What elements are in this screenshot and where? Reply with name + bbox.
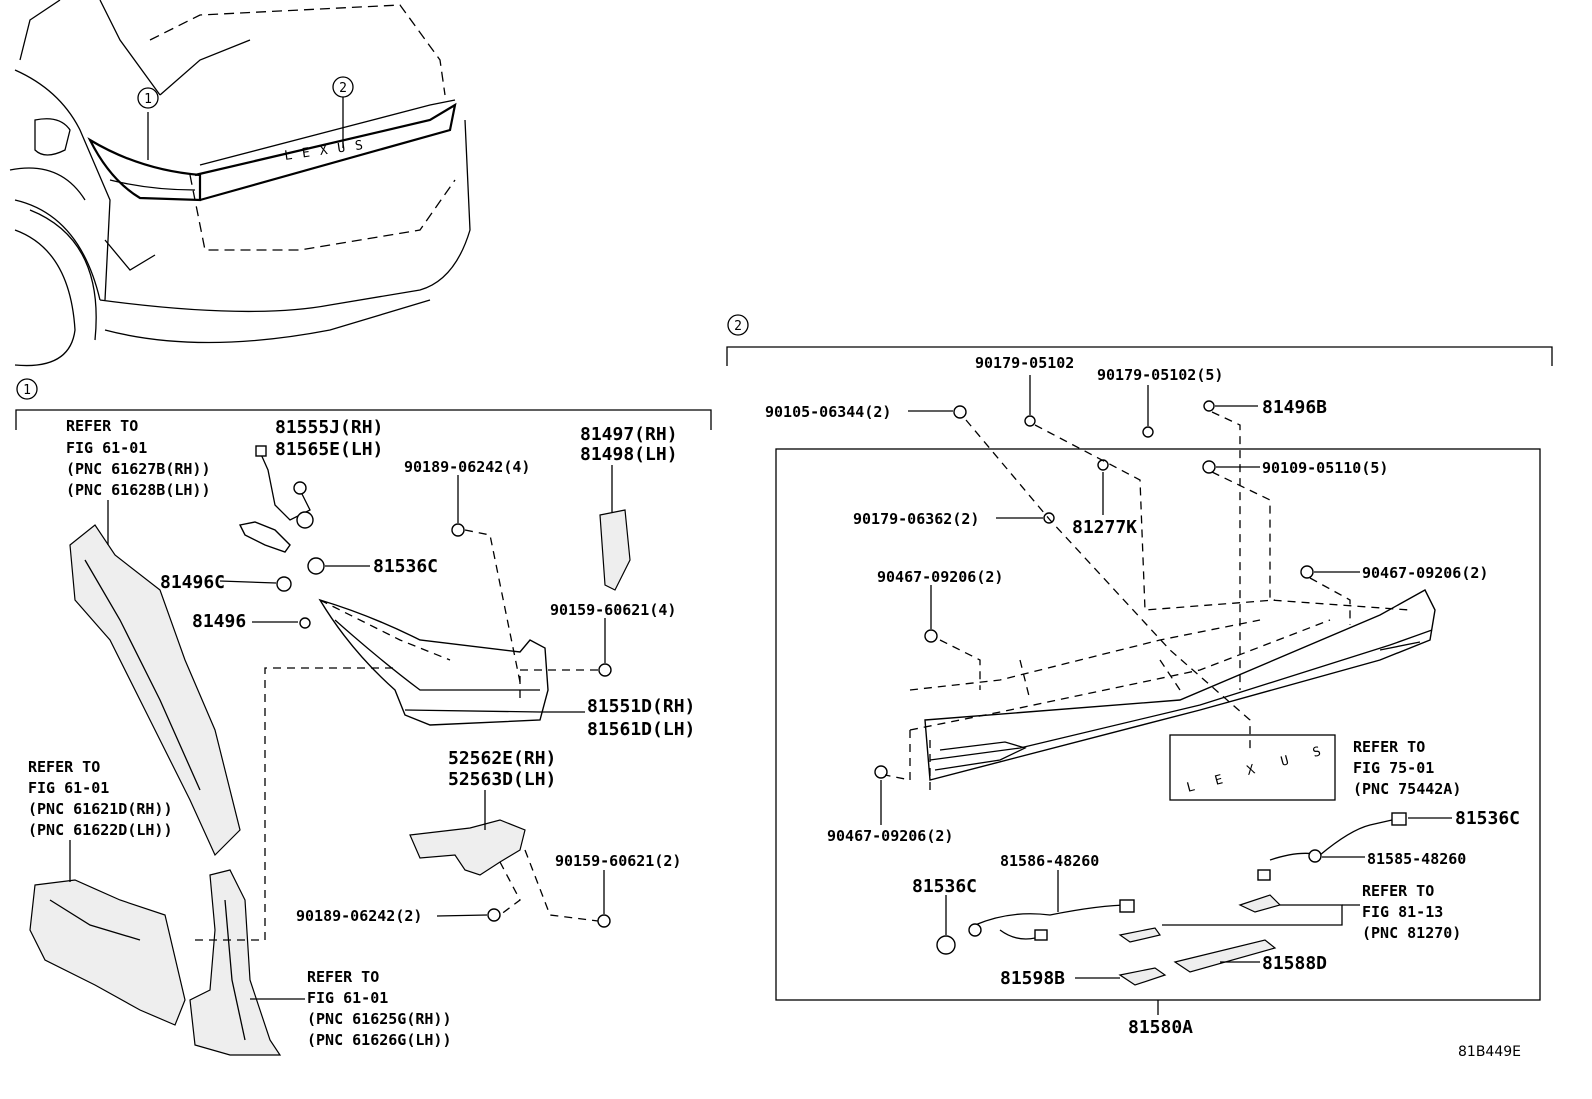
- label-81496c: 81496C: [160, 572, 225, 593]
- callout-2-label: 2: [339, 81, 347, 96]
- refer-61-01-b: REFER TO FIG 61-01 (PNC 61621D(RH)) (PNC…: [28, 758, 173, 839]
- quarter-pillar-panel: [189, 869, 305, 1056]
- harness-81585: [1118, 812, 1452, 943]
- label-81555j: 81555J(RH): [275, 417, 383, 438]
- refer-75-01-line1: REFER TO: [1353, 738, 1425, 756]
- label-90179-05102-5: 90179-05102(5): [1097, 366, 1223, 384]
- svg-text:REFER TO: REFER TO: [66, 417, 138, 435]
- section-1-callout: 1: [23, 383, 31, 398]
- label-81277k: 81277K: [1072, 517, 1137, 538]
- lamp-81588d: [1173, 939, 1277, 973]
- lexus-emblem-box: L E X U S: [1169, 734, 1336, 801]
- refer-81-13-line3: (PNC 81270): [1362, 924, 1461, 942]
- refer-75-01-line3: (PNC 75442A): [1353, 780, 1461, 798]
- refer-61-01-a: REFER TO FIG 61-01 (PNC 61627B(RH)) (PNC…: [66, 417, 211, 499]
- section-1-frame: 1: [15, 378, 712, 430]
- svg-text:(PNC 61626G(LH)): (PNC 61626G(LH)): [307, 1031, 452, 1049]
- label-90159-4: 90159-60621(4): [550, 601, 676, 619]
- svg-text:(PNC 61622D(LH)): (PNC 61622D(LH)): [28, 821, 173, 839]
- dashed-guides-section-1: [195, 529, 599, 941]
- emblem-letter-e: E: [1213, 772, 1224, 789]
- label-81496b: 81496B: [1262, 397, 1327, 418]
- fasteners-section-1: [219, 475, 612, 928]
- svg-text:(PNC 61628B(LH)): (PNC 61628B(LH)): [66, 481, 211, 499]
- label-90467-a: 90467-09206(2): [877, 568, 1003, 586]
- label-81588d: 81588D: [1262, 953, 1327, 974]
- callout-2-circle: [332, 76, 354, 98]
- label-90189-4: 90189-06242(4): [404, 458, 530, 476]
- harness-81555j: [238, 445, 314, 553]
- lamp-81598b: [1075, 967, 1167, 986]
- label-81498: 81498(LH): [580, 444, 678, 465]
- label-81580a: 81580A: [1128, 1017, 1193, 1038]
- label-90467-c: 90467-09206(2): [827, 827, 953, 845]
- vehicle-overview: LEXUS 1 2: [9, 0, 471, 367]
- quarter-lower-panel: [29, 840, 186, 1026]
- refer-81-13-bracket: [1162, 904, 1360, 926]
- tail-lamp-assembly: [318, 598, 585, 726]
- label-81497: 81497(RH): [580, 424, 678, 445]
- refer-61-01-c: REFER TO FIG 61-01 (PNC 61625G(RH)) (PNC…: [307, 968, 452, 1049]
- label-52562e: 52562E(RH): [448, 748, 556, 769]
- label-81536c: 81536C: [373, 556, 438, 577]
- section-1-labels: 81555J(RH) 81565E(LH) 81497(RH) 81498(LH…: [160, 417, 695, 925]
- label-90467-b: 90467-09206(2): [1362, 564, 1488, 582]
- svg-text:FIG 61-01: FIG 61-01: [28, 779, 109, 797]
- svg-text:(PNC 61625G(RH)): (PNC 61625G(RH)): [307, 1010, 452, 1028]
- section-2-labels: 90179-05102 90179-05102(5) 81496B 90105-…: [765, 354, 1520, 1038]
- refer-75-01-line2: FIG 75-01: [1353, 759, 1434, 777]
- svg-text:LEXUS: LEXUS: [283, 137, 373, 164]
- emblem-letter-l: L: [1185, 779, 1197, 796]
- label-81536c-left: 81536C: [912, 876, 977, 897]
- emblem-letter-x: X: [1245, 762, 1257, 779]
- svg-text:(PNC 61621D(RH)): (PNC 61621D(RH)): [28, 800, 173, 818]
- back-door-garnish: [924, 589, 1436, 781]
- label-90179-05102: 90179-05102: [975, 354, 1074, 372]
- svg-text:FIG 61-01: FIG 61-01: [66, 439, 147, 457]
- label-90109-05110: 90109-05110(5): [1262, 459, 1388, 477]
- label-90105-06344: 90105-06344(2): [765, 403, 891, 421]
- section-2-callout: 2: [734, 319, 742, 334]
- label-81598b: 81598B: [1000, 968, 1065, 989]
- callout-1-label: 1: [144, 92, 152, 107]
- socket-81536c-lower: [936, 895, 956, 955]
- callout-1-circle: [137, 87, 159, 109]
- harness-81586: [968, 870, 1135, 941]
- refer-81-13-line2: FIG 81-13: [1362, 903, 1443, 921]
- label-90189-2: 90189-06242(2): [296, 907, 422, 925]
- svg-text:(PNC 61627B(RH)): (PNC 61627B(RH)): [66, 460, 211, 478]
- emblem-letter-s: S: [1311, 744, 1322, 761]
- seal-81497: [599, 465, 631, 591]
- label-90179-06362: 90179-06362(2): [853, 510, 979, 528]
- emblem-letter-u: U: [1279, 753, 1290, 770]
- figure-code: 81B449E: [1458, 1044, 1521, 1060]
- label-81561d: 81561D(LH): [587, 719, 695, 740]
- label-52563d: 52563D(LH): [448, 769, 556, 790]
- label-81551d: 81551D(RH): [587, 696, 695, 717]
- refer-81-13-line1: REFER TO: [1362, 882, 1434, 900]
- label-81496: 81496: [192, 611, 246, 632]
- dashed-guides-section-2: [884, 411, 1411, 790]
- svg-text:REFER TO: REFER TO: [307, 968, 379, 986]
- socket-81536c: [307, 557, 370, 575]
- label-90159-2: 90159-60621(2): [555, 852, 681, 870]
- label-81565e: 81565E(LH): [275, 439, 383, 460]
- section-2-frame: 2: [726, 314, 1553, 1015]
- quarter-inner-panel: [69, 500, 241, 857]
- svg-text:FIG 61-01: FIG 61-01: [307, 989, 388, 1007]
- label-81536c-right: 81536C: [1455, 808, 1520, 829]
- svg-text:REFER TO: REFER TO: [28, 758, 100, 776]
- label-81586: 81586-48260: [1000, 852, 1099, 870]
- bracket-52562e: [409, 790, 526, 876]
- label-81585: 81585-48260: [1367, 850, 1466, 868]
